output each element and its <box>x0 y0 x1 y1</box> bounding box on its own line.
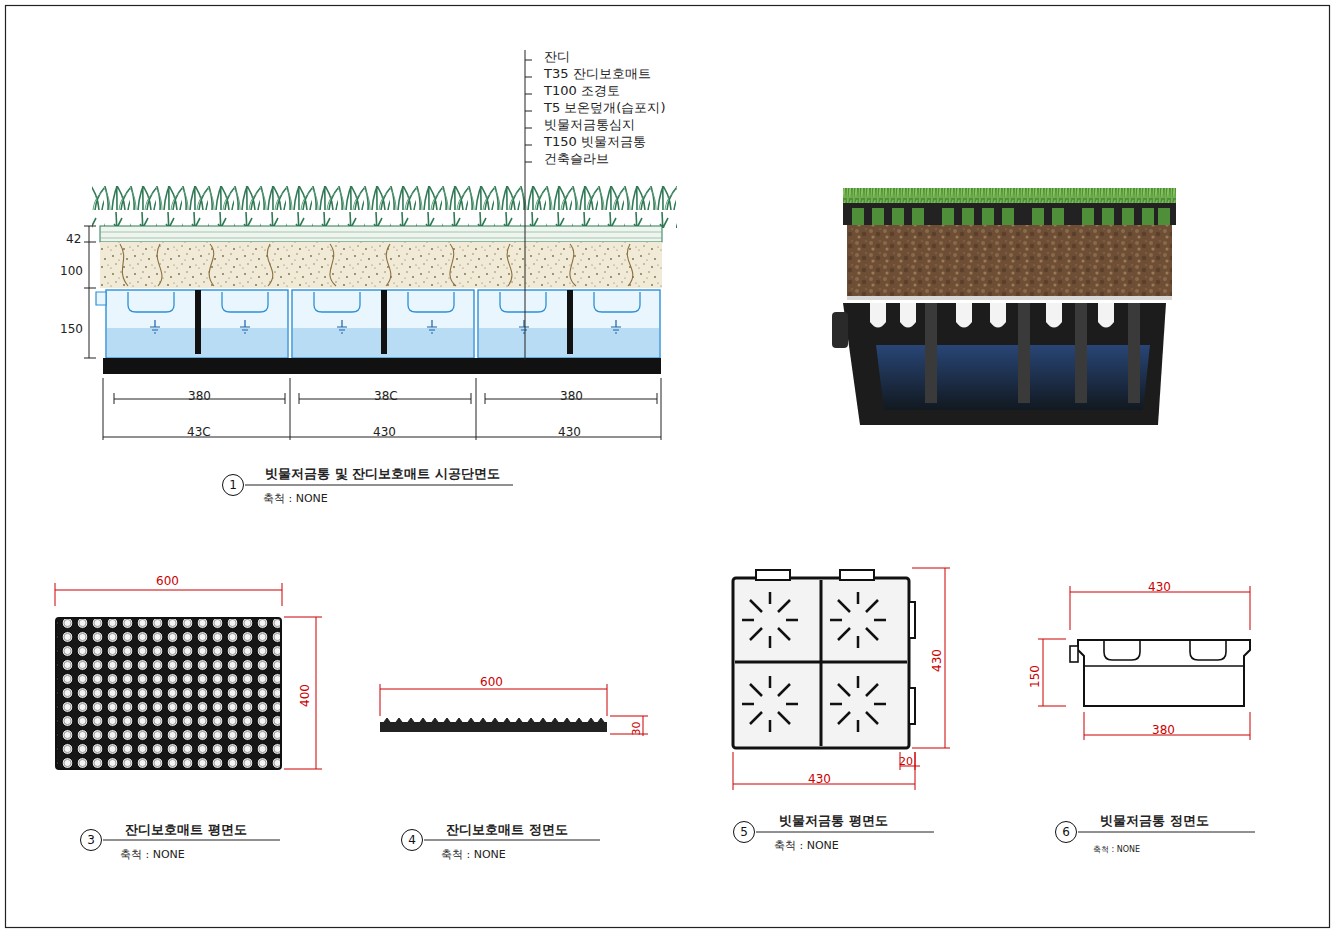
callout-circle: 4 <box>401 829 423 851</box>
layer-label: 건축슬라브 <box>544 151 609 166</box>
dimension: 100 <box>60 264 83 278</box>
drawing-title: 잔디보호매트 정면도 <box>446 822 568 837</box>
layer-label: 빗물저금통심지 <box>544 117 635 132</box>
dimension: 380 <box>1152 723 1175 737</box>
callout-number: 5 <box>740 826 748 838</box>
dimension: 400 <box>298 684 312 707</box>
scale-note: 축척 : NONE <box>120 848 185 861</box>
callout-circle: 3 <box>80 829 102 851</box>
drawing-title: 잔디보호매트 평면도 <box>125 822 247 837</box>
drawing-title: 빗물저금통 및 잔디보호매트 시공단면도 <box>265 466 500 481</box>
callout-number: 4 <box>408 834 416 846</box>
scale-note: 축척 : NONE <box>1093 845 1140 854</box>
dimension: 600 <box>480 675 503 689</box>
dimension: 600 <box>156 574 179 588</box>
layer-label: T100 조경토 <box>544 83 620 98</box>
layer-label: 잔디 <box>544 49 570 64</box>
callout-number: 3 <box>87 834 95 846</box>
dimension: 20 <box>899 755 913 768</box>
dimension: 150 <box>1028 665 1042 688</box>
callout-circle: 1 <box>222 474 244 496</box>
dimension: 430 <box>558 425 581 439</box>
dimension: 30 <box>630 722 643 736</box>
callout-circle: 6 <box>1055 821 1077 843</box>
callout-circle: 5 <box>733 821 755 843</box>
drawing-title: 빗물저금통 평면도 <box>779 813 888 828</box>
dimension: 430 <box>930 649 944 672</box>
scale-note: 축척 : NONE <box>263 492 328 505</box>
dimension: 430 <box>808 772 831 786</box>
layer-label: T35 잔디보호매트 <box>544 66 651 81</box>
dimension: 42 <box>66 232 81 246</box>
layer-label: T5 보온덮개(습포지) <box>544 100 666 115</box>
dimension: 380 <box>188 389 211 403</box>
layer-label: T150 빗물저금통 <box>544 134 646 149</box>
dimension: 43C <box>187 425 211 439</box>
dimension: 430 <box>373 425 396 439</box>
dimension: 430 <box>1148 580 1171 594</box>
dimension: 150 <box>60 322 83 336</box>
dimension: 380 <box>560 389 583 403</box>
drawing-title: 빗물저금통 정면도 <box>1100 813 1209 828</box>
dimension: 38C <box>374 389 398 403</box>
callout-number: 6 <box>1062 826 1070 838</box>
callout-number: 1 <box>229 479 237 491</box>
scale-note: 축척 : NONE <box>441 848 506 861</box>
scale-note: 축척 : NONE <box>774 839 839 852</box>
